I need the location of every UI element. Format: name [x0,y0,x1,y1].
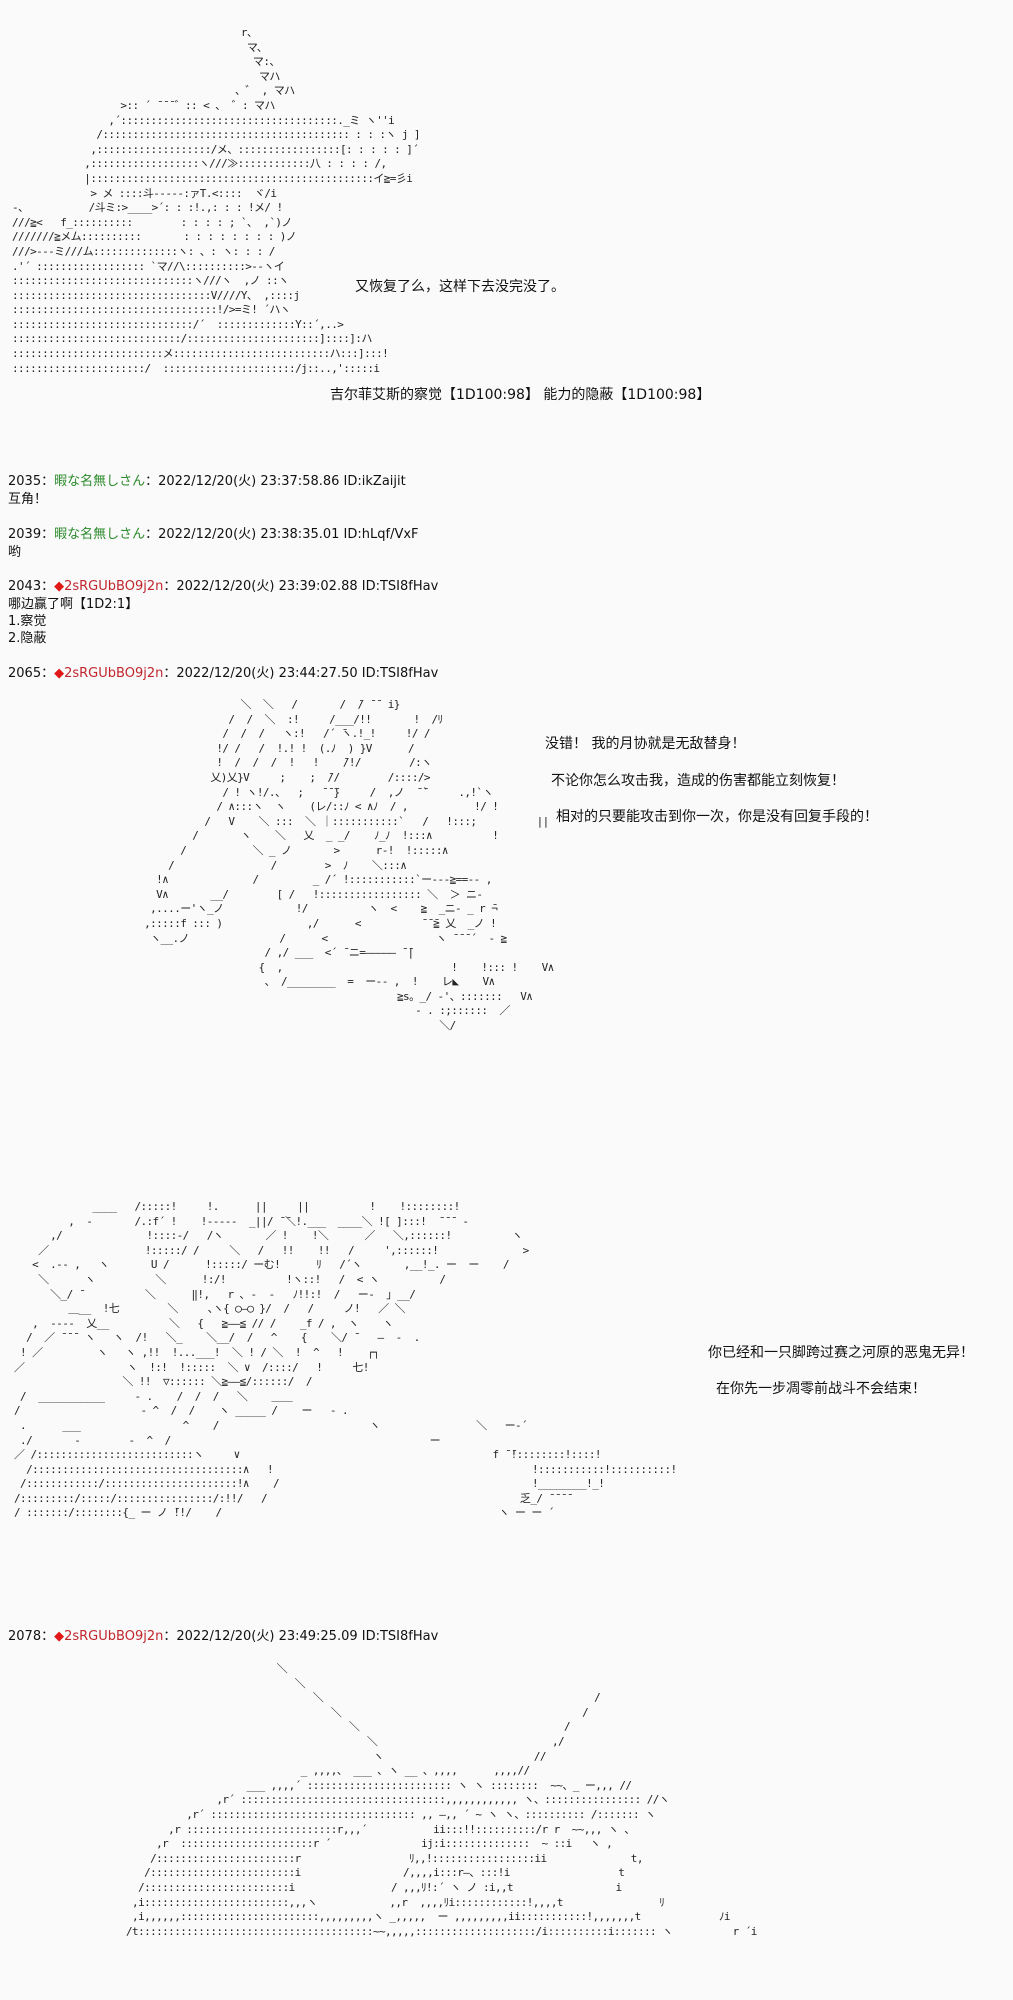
post-number[interactable]: 2078 [8,1629,42,1644]
trip-diamond-icon: ◆ [54,579,65,594]
trip-diamond-icon: ◆ [54,1629,65,1644]
dialogue-no-recovery: 相对的只要能攻击到你一次，你是没有回复手段的！ [556,809,878,825]
choice-2-stealth: 2.隐蔽 [8,631,47,646]
separator: ： [145,527,159,542]
separator: ： [163,579,177,594]
poster-name: 2sRGUbBO9j2n [64,1629,164,1644]
post-body-2039: 哟 [8,545,22,560]
dialogue-instant-recovery: 不论你怎么攻击我，造成的伤害都能立刻恢复！ [551,773,845,789]
separator: ： [41,527,55,542]
separator: ： [163,666,177,681]
post-date: 2022/12/20(火) 23:49:25.09 [176,1629,358,1644]
post-header-2043: 2043：◆2sRGUbBO9j2n：2022/12/20(火) 23:39:0… [8,578,438,595]
trip-diamond-icon: ◆ [54,666,65,681]
choice-1-perception: 1.察觉 [8,614,47,629]
poster-name: 2sRGUbBO9j2n [64,666,164,681]
post-body-2035: 互角！ [8,492,48,507]
post-id[interactable]: ID:ikZaijit [343,474,406,489]
post-number[interactable]: 2065 [8,666,42,681]
separator: ： [145,474,159,489]
post-body-2043: 哪边赢了啊【1D2:1】 [8,597,139,612]
post-number[interactable]: 2039 [8,527,42,542]
post-number[interactable]: 2043 [8,579,42,594]
ascii-art-scene-4: ＼ ＼ ＼ / ＼ / [126,1662,757,1938]
dialogue-demon-of-sai-no-kawara: 你已经和一只脚跨过赛之河原的恶鬼无异！ [708,1345,974,1361]
post-date: 2022/12/20(火) 23:44:27.50 [176,666,358,681]
separator: ： [163,1629,177,1644]
post-id[interactable]: ID:TSI8fHav [361,579,439,594]
post-id[interactable]: ID:TSI8fHav [361,1629,439,1644]
post-header-2039: 2039：暇な名無しさん：2022/12/20(火) 23:38:35.01 I… [8,526,419,543]
post-id[interactable]: ID:hLqf/VxF [343,527,419,542]
post-header-2078: 2078：◆2sRGUbBO9j2n：2022/12/20(火) 23:49:2… [8,1628,438,1645]
poster-name: 2sRGUbBO9j2n [64,579,164,594]
poster-name: 暇な名無しさん [54,474,146,489]
post-date: 2022/12/20(火) 23:37:58.86 [158,474,340,489]
dialogue-battle-not-ending: 在你先一步凋零前战斗不会结束！ [716,1381,926,1397]
post-number[interactable]: 2035 [8,474,42,489]
dialogue-recovered-again: 又恢复了么，这样下去没完没了。 [355,279,565,295]
separator: ： [41,666,55,681]
dialogue-invincible-stand: 没错！ 我的月协就是无敌替身！ [545,736,746,752]
separator: ： [41,474,55,489]
separator: ： [41,1629,55,1644]
ascii-art-scene-3: ____ /:::::! !. || || ! !::::::::! , - /… [14,1200,677,1520]
poster-name: 暇な名無しさん [54,527,146,542]
post-header-2035: 2035：暇な名無しさん：2022/12/20(火) 23:37:58.86 I… [8,473,406,490]
post-header-2065: 2065：◆2sRGUbBO9j2n：2022/12/20(火) 23:44:2… [8,665,438,682]
ascii-art-scene-2: ＼ ＼ / / ̄/ ̄ ̄ i} / / ＼ :! /___/!! ! /ﾘ … [144,698,554,1033]
dialogue-dice-roll-result: 吉尔菲艾斯的察觉【1D100:98】 能力的隐蔽【1D100:98】 [330,387,711,403]
ascii-art-scene-1: r、 マ、 マ:、 マハ 、゛ , マハ [12,26,421,375]
separator: ： [41,579,55,594]
post-date: 2022/12/20(火) 23:39:02.88 [176,579,358,594]
post-id[interactable]: ID:TSI8fHav [361,666,439,681]
post-date: 2022/12/20(火) 23:38:35.01 [158,527,340,542]
